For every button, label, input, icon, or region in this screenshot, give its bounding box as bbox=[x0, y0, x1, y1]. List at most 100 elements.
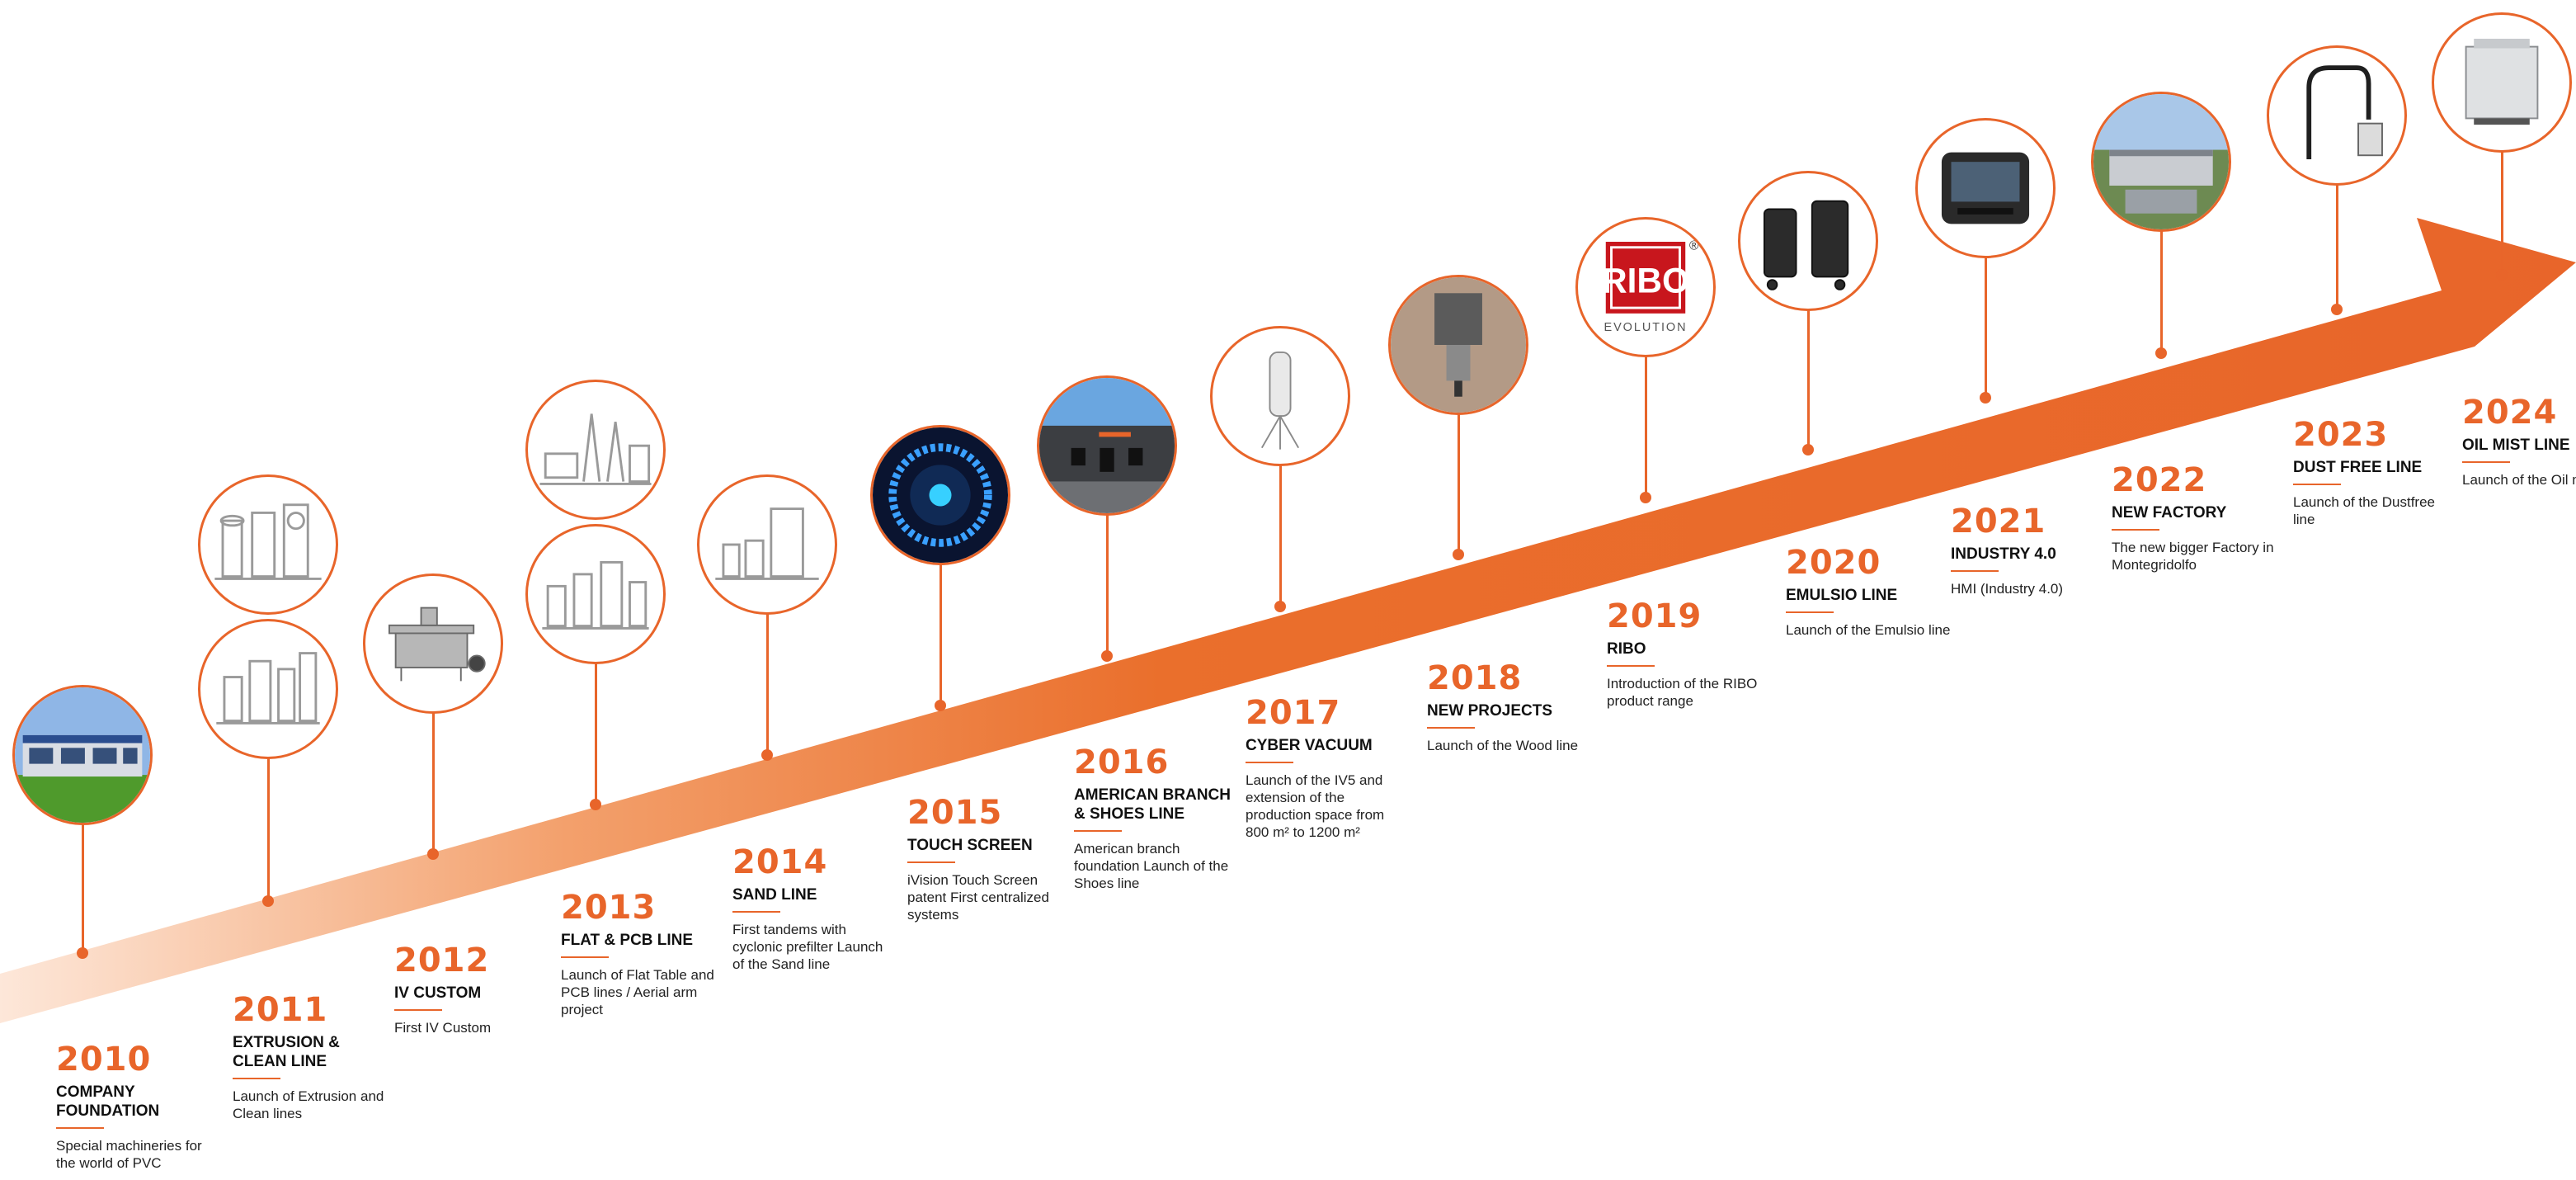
timeline-stem bbox=[2336, 185, 2338, 309]
milestone-description: Launch of the IV5 and extension of the p… bbox=[1246, 772, 1385, 840]
milestone-year: 2024 bbox=[2462, 394, 2558, 432]
svg-text:®: ® bbox=[1689, 239, 1699, 253]
milestone-photo-2017 bbox=[1210, 326, 1350, 466]
milestone-description: HMI (Industry 4.0) bbox=[1951, 581, 2064, 597]
milestone-photo-2023 bbox=[2267, 45, 2407, 186]
milestone-year: 2021 bbox=[1951, 503, 2046, 540]
milestone-title: OIL MIST LINE bbox=[2462, 437, 2570, 454]
milestone-year: 2011 bbox=[233, 991, 328, 1029]
timeline-stem bbox=[267, 758, 270, 901]
extrusion-machines-alt-icon bbox=[214, 503, 322, 580]
milestone-divider bbox=[1607, 665, 1655, 667]
milestone-year: 2013 bbox=[561, 889, 657, 927]
flat-pcb-machines-icon bbox=[542, 560, 649, 630]
wood-cutter-icon bbox=[1391, 277, 1526, 413]
milestone-divider bbox=[394, 1009, 442, 1011]
timeline-dot bbox=[427, 848, 439, 860]
hmi-panel-icon bbox=[1941, 152, 2030, 224]
timeline-stem bbox=[2501, 152, 2503, 275]
milestone-description: Special machineries for the world of PVC bbox=[56, 1138, 202, 1171]
milestone-photo-extra bbox=[525, 380, 666, 520]
milestone-year: 2016 bbox=[1074, 743, 1170, 781]
milestone-photo-extra bbox=[198, 474, 338, 615]
milestone-photo-2015 bbox=[870, 425, 1010, 565]
milestone-title: NEW PROJECTS bbox=[1427, 702, 1553, 720]
milestone-year: 2010 bbox=[56, 1041, 152, 1079]
milestone-year: 2018 bbox=[1427, 659, 1523, 697]
milestone-title: FLAT & PCB LINE bbox=[561, 932, 694, 949]
milestone-photo-2018 bbox=[1388, 275, 1528, 415]
american-branch-icon bbox=[1039, 378, 1175, 513]
milestone-title: EMULSIO LINE bbox=[1786, 587, 1898, 604]
milestone-divider bbox=[2462, 461, 2510, 463]
milestone-photo-2021 bbox=[1915, 118, 2056, 258]
milestone-year: 2022 bbox=[2112, 461, 2207, 499]
timeline-stem bbox=[1985, 257, 1987, 398]
timeline-dot bbox=[761, 749, 773, 761]
milestone-title: CYBER VACUUM bbox=[1246, 737, 1373, 754]
timeline-dot bbox=[1640, 492, 1651, 503]
timeline-stem bbox=[82, 824, 84, 953]
milestone-description: iVision Touch Screen patent First centra… bbox=[907, 872, 1049, 923]
timeline-dot bbox=[1274, 601, 1286, 612]
milestone-photo-2019: RIBO EVOLUTION ® bbox=[1575, 217, 1716, 357]
milestone-year: 2023 bbox=[2293, 416, 2389, 454]
milestone-photo-2016 bbox=[1037, 375, 1177, 516]
timeline-dot bbox=[2496, 269, 2508, 281]
timeline-stem bbox=[940, 564, 942, 706]
milestone-title: RIBO bbox=[1607, 640, 1646, 658]
timeline-dot bbox=[2155, 347, 2167, 359]
milestone-title: DUST FREE LINE bbox=[2293, 459, 2423, 476]
timeline-dot bbox=[1802, 444, 1814, 455]
milestone-divider bbox=[233, 1078, 280, 1079]
timeline-dot bbox=[1453, 549, 1464, 560]
milestone-photo-2010 bbox=[12, 685, 153, 825]
milestone-divider bbox=[56, 1127, 104, 1129]
timeline-stem bbox=[766, 614, 769, 755]
milestone-description: American branch foundation Launch of the… bbox=[1074, 841, 1229, 891]
timeline-stem bbox=[1106, 515, 1109, 656]
milestone-photo-2020 bbox=[1738, 171, 1878, 311]
oil-mist-unit-icon bbox=[2465, 38, 2539, 125]
milestone-title: IV CUSTOM bbox=[394, 984, 482, 1002]
timeline-stem bbox=[1645, 356, 1647, 498]
milestone-year: 2017 bbox=[1246, 694, 1341, 732]
timeline-stem bbox=[1807, 310, 1810, 450]
milestone-description: First tandems with cyclonic prefilter La… bbox=[732, 922, 883, 972]
extrusion-machines-icon bbox=[216, 652, 320, 725]
timeline-dot bbox=[1101, 650, 1113, 662]
milestone-divider bbox=[2112, 529, 2159, 531]
milestone-divider bbox=[1786, 611, 1834, 613]
milestone-photo-2024 bbox=[2432, 12, 2572, 153]
emulsio-machines-icon bbox=[1763, 200, 1849, 290]
new-factory-icon bbox=[2093, 94, 2229, 229]
milestone-description: The new bigger Factory in Montegridolfo bbox=[2112, 540, 2274, 573]
milestone-divider bbox=[907, 861, 955, 863]
milestone-description: Introduction of the RIBO product range bbox=[1607, 676, 1758, 709]
timeline-dot bbox=[1980, 392, 1991, 404]
milestone-photo-2012 bbox=[363, 573, 503, 714]
milestone-divider bbox=[1246, 762, 1293, 763]
milestone-title: EXTRUSION & CLEAN LINE bbox=[233, 1034, 340, 1070]
milestone-description: Launch of Flat Table and PCB lines / Aer… bbox=[561, 967, 714, 1017]
timeline-stem bbox=[1279, 465, 1282, 607]
cyber-vacuum-icon bbox=[1260, 351, 1300, 450]
milestone-description: First IV Custom bbox=[394, 1020, 492, 1036]
milestone-divider bbox=[2293, 484, 2341, 485]
timeline-dot bbox=[935, 700, 946, 711]
milestone-title: SAND LINE bbox=[732, 886, 817, 904]
